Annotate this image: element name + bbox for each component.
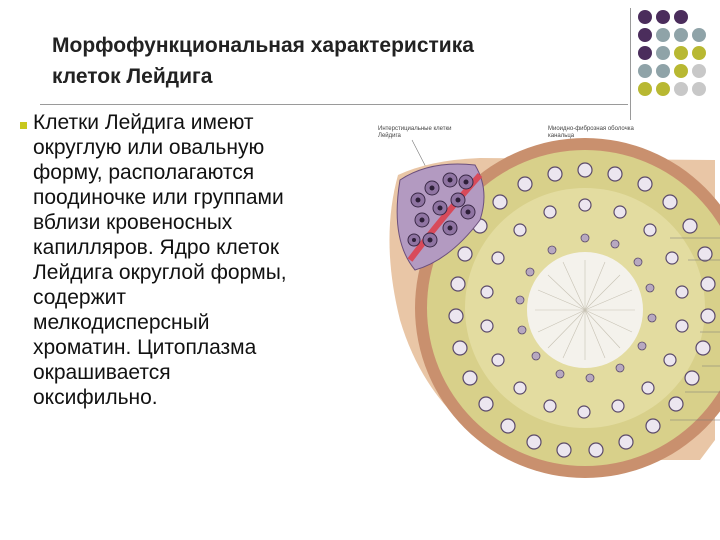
figure-label-leydig: Интерстициальные клетки Лейдига bbox=[378, 126, 452, 139]
body-text: Клетки Лейдига имеют округлую или овальн… bbox=[33, 111, 287, 409]
dot-icon bbox=[692, 46, 706, 60]
dot-icon bbox=[656, 64, 670, 78]
dot-icon bbox=[638, 64, 652, 78]
dot-icon bbox=[656, 10, 670, 24]
dot-icon bbox=[674, 82, 688, 96]
dot-icon bbox=[638, 10, 652, 24]
dot-icon bbox=[674, 28, 688, 42]
dot-icon bbox=[656, 28, 670, 42]
sperm-tails bbox=[535, 260, 635, 360]
leydig-cell-cluster bbox=[396, 163, 485, 271]
dot-icon bbox=[674, 64, 688, 78]
dot-icon bbox=[656, 46, 670, 60]
title-line-2: клеток Лейдига bbox=[52, 65, 213, 88]
dot-icon bbox=[638, 28, 652, 42]
dot-icon bbox=[674, 10, 688, 24]
figure-label-membrane: Миоидно-фиброзная оболочка канальца bbox=[548, 126, 634, 139]
dot-icon bbox=[692, 28, 706, 42]
seminiferous-tubule-illustration bbox=[389, 138, 720, 478]
dot-icon bbox=[692, 64, 706, 78]
decorative-dots bbox=[638, 10, 718, 110]
decorative-vertical-line bbox=[630, 8, 631, 120]
dot-icon bbox=[638, 82, 652, 96]
dot-icon bbox=[674, 46, 688, 60]
dot-icon bbox=[692, 82, 706, 96]
decorative-horizontal-line bbox=[40, 104, 628, 105]
inner-cells bbox=[515, 233, 657, 383]
leader-lines bbox=[670, 237, 720, 421]
slide-title: Морфофункциональная характеристика клето… bbox=[52, 30, 622, 92]
epithelial-cells bbox=[448, 162, 716, 458]
bullet-square-icon bbox=[20, 122, 27, 129]
dot-icon bbox=[656, 82, 670, 96]
histology-figure: Интерстициальные клетки Лейдига Миоидно-… bbox=[370, 120, 720, 480]
title-line-1: Морфофункциональная характеристика bbox=[52, 34, 474, 57]
dot-icon bbox=[638, 46, 652, 60]
